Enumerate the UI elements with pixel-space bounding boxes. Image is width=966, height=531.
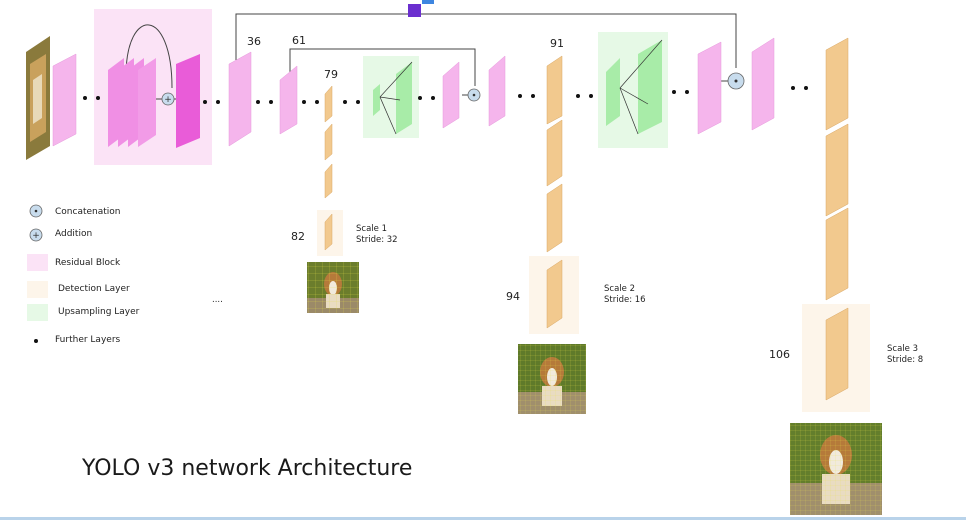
legend-residual-label: Residual Block	[55, 258, 121, 268]
legend-addition-icon: +	[29, 228, 43, 242]
detection-layer	[546, 119, 563, 187]
detection-layer	[324, 163, 333, 199]
scale-2-output-image	[518, 344, 586, 414]
legend: Concatenation + Addition Residual Block …	[27, 204, 223, 345]
detection-layer	[324, 85, 333, 123]
layer-number-106: 106	[769, 348, 790, 361]
conv-layer	[751, 37, 775, 131]
conv-layer	[228, 51, 252, 147]
bottom-border	[0, 517, 966, 520]
conv-layer	[138, 58, 156, 147]
layer-number-61: 61	[292, 34, 306, 47]
legend-detection-label: Detection Layer	[58, 284, 130, 294]
scale-2-stride: Stride: 16	[604, 295, 646, 305]
route-marker-purple	[408, 4, 421, 17]
detection-layer	[825, 123, 849, 217]
conv-layer	[488, 55, 506, 127]
scale-2-label: Scale 2	[604, 284, 635, 294]
conv-layer	[52, 53, 77, 147]
scale-3-output-image	[790, 423, 882, 515]
detection-layer	[546, 259, 563, 329]
detection-layer	[825, 207, 849, 301]
conv-layer-dark	[176, 54, 200, 148]
legend-addition-label: Addition	[55, 229, 92, 239]
detection-layer	[825, 307, 849, 401]
route-61-to-concat1	[289, 48, 476, 86]
input-image	[26, 36, 50, 160]
residual-skip-arc	[125, 24, 173, 89]
legend-upsampling-swatch	[27, 304, 48, 321]
legend-detection-swatch	[27, 281, 48, 298]
upsampling-block	[598, 32, 668, 148]
route-marker-blue	[422, 0, 434, 4]
svg-text:+: +	[164, 95, 172, 105]
legend-residual-swatch	[27, 254, 48, 271]
layer-number-91: 91	[550, 37, 564, 50]
conv-layer	[442, 61, 460, 129]
legend-concatenation-icon	[29, 204, 43, 218]
svg-text:+: +	[32, 231, 40, 241]
layer-number-82: 82	[291, 230, 305, 243]
concatenation-node	[467, 88, 481, 102]
route-36-to-concat2	[235, 13, 737, 68]
detection-layer	[825, 37, 849, 131]
upsampling-block	[363, 56, 419, 138]
scale-3-stride: Stride: 8	[887, 355, 923, 365]
layer-number-36: 36	[247, 35, 261, 48]
detection-layer	[324, 123, 333, 161]
legend-further-dot	[34, 339, 38, 343]
detection-layer	[546, 55, 563, 125]
further-layers-dots	[83, 86, 808, 104]
scale-1-label: Scale 1	[356, 224, 387, 234]
legend-ellipsis: ....	[212, 295, 223, 305]
legend-further-label: Further Layers	[55, 335, 121, 345]
detection-layers	[317, 37, 870, 412]
concatenation-node	[727, 72, 745, 90]
conv-layer	[279, 65, 298, 135]
scale-1-stride: Stride: 32	[356, 235, 398, 245]
scale-1-output-image	[307, 262, 359, 313]
addition-node: +	[161, 92, 175, 106]
detection-layer	[546, 183, 563, 253]
layer-number-79: 79	[324, 68, 338, 81]
legend-concatenation-label: Concatenation	[55, 207, 120, 217]
conv-layer	[697, 41, 722, 135]
layer-number-94: 94	[506, 290, 520, 303]
detection-layer	[324, 213, 333, 251]
scale-3-label: Scale 3	[887, 344, 918, 354]
legend-upsampling-label: Upsampling Layer	[58, 307, 140, 317]
diagram-title: YOLO v3 network Architecture	[81, 456, 412, 481]
conv-layers	[52, 37, 775, 148]
